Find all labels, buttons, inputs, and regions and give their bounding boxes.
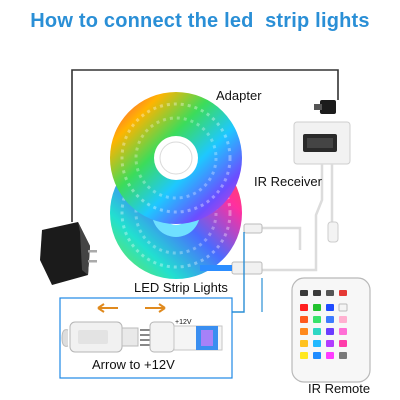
strip-connector-bottom: [231, 261, 263, 275]
plus12v-label: +12V: [175, 319, 192, 326]
page-title: How to connect the led strip lights: [30, 10, 370, 32]
adapter-label: Adapter: [216, 88, 262, 103]
remote-color-buttons: [300, 303, 348, 359]
led-strip-lights-label: LED Strip Lights: [134, 280, 228, 295]
strip-connector-top: [243, 223, 263, 234]
strip-wire-2: [262, 226, 302, 250]
ir-remote-label: IR Remote: [308, 381, 371, 396]
callout-line: [232, 232, 245, 313]
connector-male: [149, 321, 223, 353]
strip-wire: [260, 250, 318, 272]
adapter-cable: [71, 69, 339, 222]
ir-remote: [291, 277, 371, 383]
controller-wire-1: [314, 164, 324, 250]
wall-adapter: [40, 222, 97, 285]
push-arrows: [97, 303, 166, 313]
connector-pins: [140, 329, 150, 346]
arrow-to-12v-label: Arrow to +12V: [92, 357, 175, 372]
connector-female: [61, 321, 139, 353]
ir-receiver-label: IR Receiver: [254, 174, 322, 189]
led-strip-reel-top: [110, 92, 242, 224]
dc-jack: [314, 100, 336, 114]
ir-controller-box: [293, 121, 351, 165]
ir-sensor-head: [327, 221, 339, 243]
